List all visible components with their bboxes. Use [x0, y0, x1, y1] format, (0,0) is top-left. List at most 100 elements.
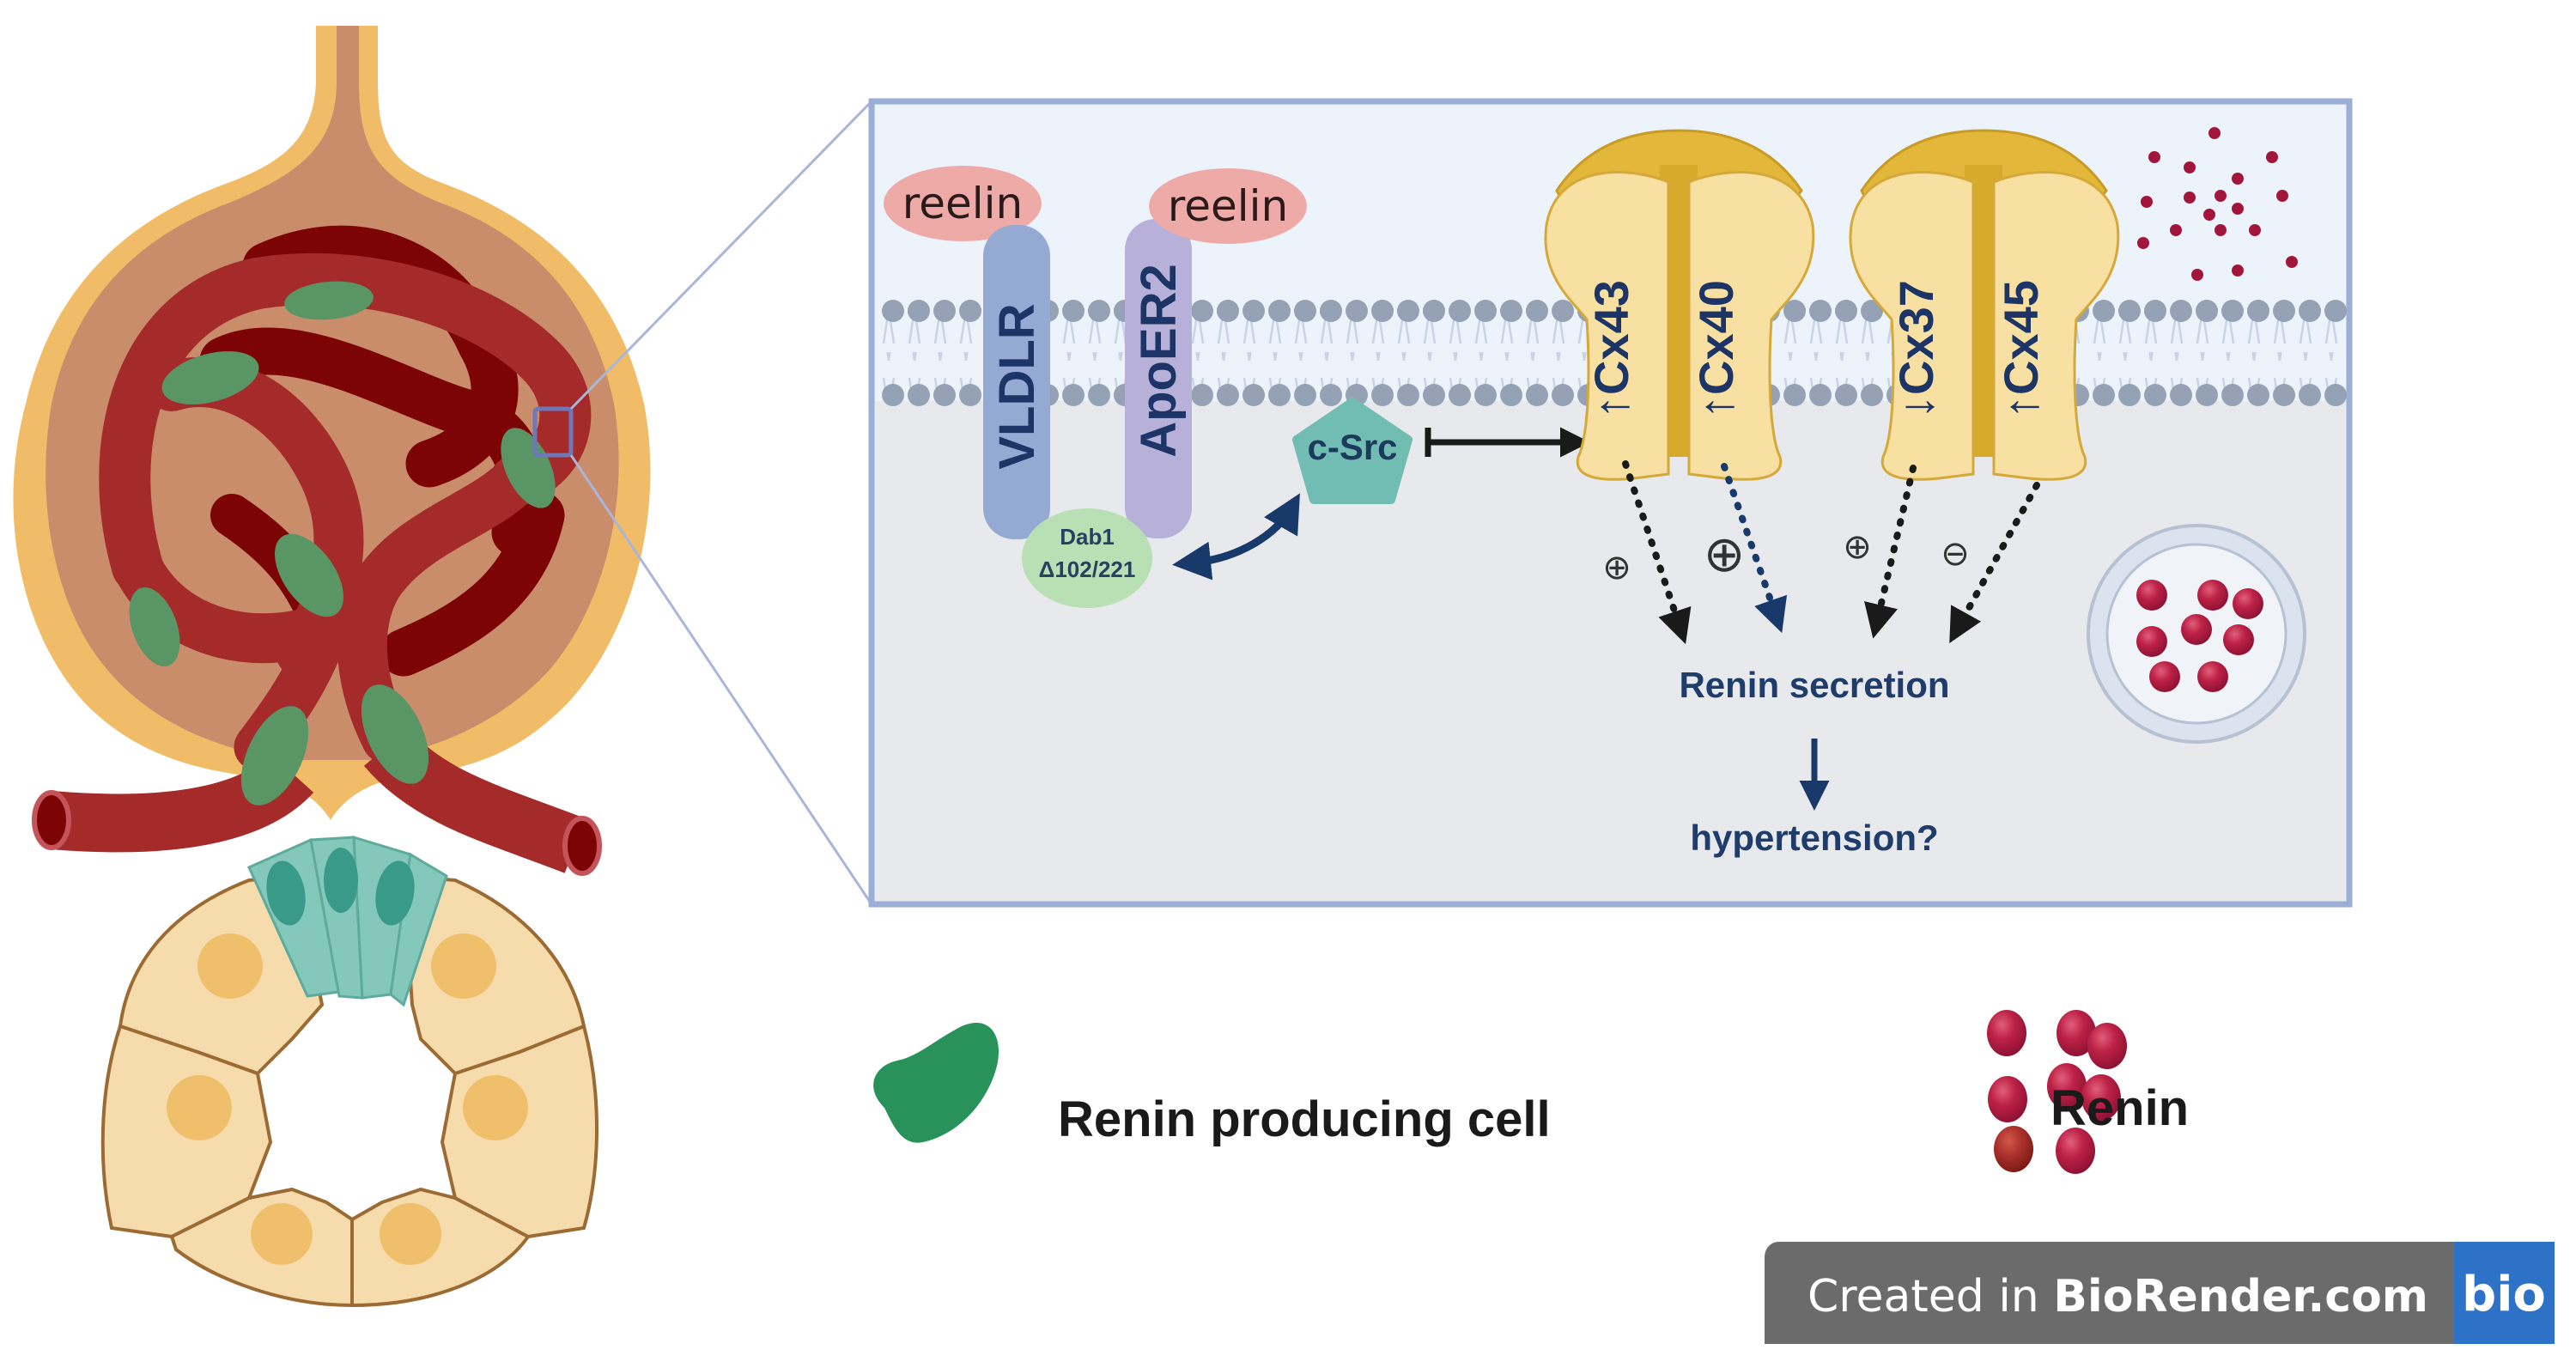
cx40-effect-arrow: [1721, 463, 1788, 634]
cx45-effect-sign: ⊖: [1941, 534, 1970, 574]
biorender-logo: bio: [2462, 1267, 2546, 1322]
lipid-head: [1835, 384, 1857, 406]
apoer2-label: ApoER2: [1131, 264, 1187, 458]
dab1-adaptor: Dab1 Δ102/221: [1022, 508, 1152, 608]
watermark-text: Created in BioRender.com: [1807, 1271, 2428, 1322]
lipid-head: [1397, 300, 1419, 322]
lipid-head: [1268, 384, 1291, 406]
vldlr-label: VLDLR: [989, 303, 1045, 469]
lipid-head: [2196, 384, 2218, 406]
renin-dot: [2232, 173, 2244, 185]
lipid-head: [2093, 384, 2115, 406]
efferent-lumen: [562, 816, 602, 876]
apoer2-receptor: ApoER2: [1125, 219, 1192, 538]
connexin-hemichannel: ↓Cx37↑Cx45: [1849, 129, 2120, 481]
cx43-effect-sign: ⊕: [1602, 548, 1631, 587]
connexin-label: ↑Cx40: [1689, 280, 1743, 419]
renin-secretion-label: Renin secretion: [1679, 665, 1949, 705]
effect-arrows: [1622, 460, 2040, 645]
renin-dot: [2215, 224, 2227, 236]
lipid-head: [882, 300, 904, 322]
renin-dot: [2249, 224, 2261, 236]
zoom-line-top: [569, 100, 873, 410]
legend-label-renin: Renin: [2050, 1080, 2189, 1136]
renin-granules-icon: [1987, 1010, 2127, 1174]
reelin-label: reelin: [902, 179, 1023, 228]
lipid-head: [1423, 300, 1445, 322]
lipid-head: [2221, 300, 2244, 322]
lipid-head: [1242, 384, 1265, 406]
cx40-effect-sign: ⊕: [1704, 525, 1746, 583]
dab1-label: Dab1: [1060, 524, 1115, 550]
distal-tubule: [100, 835, 598, 1308]
reelin-ligand: reelin: [884, 166, 1042, 241]
lipid-head: [1861, 384, 1883, 406]
lipid-head: [1474, 384, 1497, 406]
lipid-head: [1783, 384, 1806, 406]
lipid-head: [908, 384, 930, 406]
tubule-nucleus: [380, 1203, 441, 1265]
lipid-head: [1552, 384, 1574, 406]
cx45-effect-arrow: [1949, 482, 2040, 644]
lipid-head: [1268, 300, 1291, 322]
renin-storage-granule: [2087, 524, 2306, 744]
tubule-nucleus: [197, 933, 263, 999]
tubule-nucleus: [251, 1203, 313, 1265]
lipid-head: [933, 384, 956, 406]
lipid-head: [1346, 300, 1368, 322]
lipid-head: [1861, 300, 1883, 322]
cx43-effect-arrow: [1622, 460, 1692, 645]
lipid-head: [1809, 300, 1832, 322]
renin-dot: [2215, 190, 2227, 202]
lipid-head: [2221, 384, 2244, 406]
lipid-head: [1242, 300, 1265, 322]
lipid-head: [882, 384, 904, 406]
legend: Renin producing cell Renin: [873, 1010, 2189, 1174]
renin-granule: [2197, 661, 2228, 692]
lipid-head: [2144, 384, 2166, 406]
lipid-head: [1294, 384, 1316, 406]
zoom-line-bottom: [569, 454, 873, 905]
afferent-lumen: [32, 790, 71, 850]
tubule-nucleus: [167, 1075, 232, 1140]
reelin-ligand: reelin: [1149, 168, 1307, 244]
lipid-head: [2247, 384, 2269, 406]
c-src-label: c-Src: [1307, 427, 1397, 467]
renin-dot: [2170, 224, 2182, 236]
renin-granule: [2197, 580, 2228, 611]
tubule-nucleus: [463, 1075, 528, 1140]
renin-dot: [2148, 151, 2160, 163]
lipid-head: [1526, 300, 1548, 322]
lipid-head: [1371, 300, 1394, 322]
renin-granule: [2136, 580, 2167, 611]
renin-granule: [1987, 1010, 2026, 1056]
renin-granule: [2057, 1010, 2096, 1056]
lipid-head: [1062, 384, 1084, 406]
lipid-head: [1809, 384, 1832, 406]
lipid-head: [2144, 300, 2166, 322]
hypertension-label: hypertension?: [1690, 818, 1938, 858]
lipid-head: [2170, 300, 2192, 322]
lipid-head: [2324, 300, 2347, 322]
renin-granule: [2223, 624, 2254, 655]
secreted-renin: [2137, 127, 2298, 281]
lipid-head: [959, 384, 981, 406]
renin-dot: [2137, 237, 2149, 249]
macula-densa-nucleus: [266, 860, 306, 926]
lipid-head: [2118, 384, 2141, 406]
lipid-head: [2324, 384, 2347, 406]
connexin-label: ↑Cx43: [1584, 280, 1638, 419]
lipid-head: [1294, 300, 1316, 322]
biorender-watermark[interactable]: Created in BioRender.com bio: [1765, 1242, 2555, 1344]
lipid-head: [1423, 384, 1445, 406]
renin-dot: [2184, 192, 2196, 204]
renin-granule: [2087, 1023, 2127, 1069]
lipid-head: [1217, 384, 1239, 406]
dab1-mutation-label: Δ102/221: [1039, 556, 1136, 582]
lipid-head: [1500, 300, 1522, 322]
renin-dot: [2191, 269, 2203, 281]
renin-granule: [2181, 614, 2212, 645]
renin-dot: [2232, 203, 2244, 215]
lipid-head: [1500, 384, 1522, 406]
lipid-head: [1191, 300, 1213, 322]
